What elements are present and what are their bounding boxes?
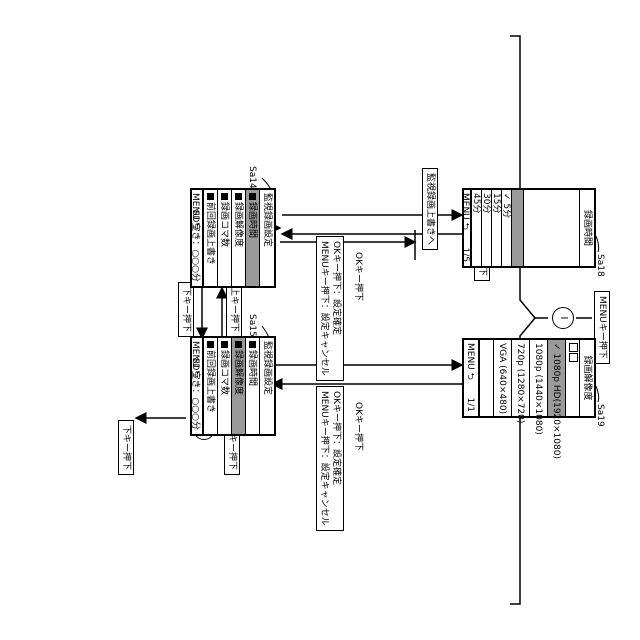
sa19-option-vga[interactable]: VGA (640×480) [494, 340, 512, 416]
checkbox-icon [569, 353, 578, 362]
sa15-item-rec-time[interactable]: 録画時間 [246, 338, 260, 434]
sa14-item-overwrite[interactable]: 前回録画上書き [204, 190, 218, 286]
ok-confirm-2-label: OKキー押下：設定確定 [330, 391, 342, 526]
sa18-option-label: 45分 [471, 193, 481, 213]
sa15-item-resolution[interactable]: 録画解像度 [232, 338, 246, 434]
up-key-press-2-box: 上キー押下 [226, 282, 242, 337]
menu-cancel-2-label: MENUキー押下：設定キャンセル [318, 391, 330, 526]
setting-note-2-box: OKキー押下：設定確定 MENUキー押下：設定キャンセル [316, 386, 344, 531]
sa15-settings-screen: 監視録画設定 録画時間 録画解像度 録画コマ数 前回録画上書き MENU ⮌ S… [190, 336, 276, 436]
ok-key-press-2-label: OKキー押下 [352, 402, 364, 451]
connector-i-label: I [558, 317, 569, 320]
sa19-option-1080p[interactable]: 1080p (1440×1080) [530, 340, 548, 416]
sa18-option-5[interactable]: ✓ 5分 [502, 190, 512, 266]
sa18-footer-row: MENU ⮌ 1/5 [462, 190, 472, 266]
ok-key-press-1-label: OKキー押下 [352, 252, 364, 301]
sa19-option-label: ✓ 1080p HD(1920×1080) [551, 343, 561, 459]
sa14-sd-free: SD空き：○○○分 [188, 210, 202, 282]
sa18-option-30[interactable]: 30分 [482, 190, 492, 266]
sa18-option-label: 15分 [491, 193, 501, 213]
sa18-option-45[interactable]: 45分 [472, 190, 482, 266]
down-key-press-1-label: 下キー押下 [181, 287, 191, 332]
sa15-item-label: 録画コマ数 [219, 350, 229, 395]
sa15-item-label: 前回録画上書き [205, 350, 215, 413]
sa19-menu-back[interactable]: MENU ⮌ [465, 343, 475, 380]
sa14-item-frame-count[interactable]: 録画コマ数 [218, 190, 232, 286]
sa19-option-1080p-hd[interactable]: ✓ 1080p HD(1920×1080) [548, 340, 566, 416]
sa15-footer-row: MENU ⮌ SD空き：○○○分 [190, 338, 204, 434]
sa15-sd-free: SD空き：○○○分 [188, 358, 202, 430]
ok-confirm-1-label: OKキー押下：設定確定 [330, 241, 342, 376]
sa19-footer-row: MENU ⮌ 1/1 [464, 340, 480, 416]
sa18-leader [596, 236, 599, 252]
sa18-option-label: ✓ 5分 [501, 193, 511, 218]
sa19-title: 録画解像度 [582, 355, 592, 400]
sa18-title-row: 録画時間 [580, 190, 594, 266]
checkbox-icon [569, 343, 578, 352]
sa14-footer-row: MENU ⮌ SD空き：○○○分 [190, 190, 204, 286]
sa14-title-row: 監視録画設定 [260, 190, 274, 286]
sa14-item-label: 前回録画上書き [205, 202, 215, 265]
sa18-title: 録画時間 [582, 210, 592, 246]
sa14-item-resolution[interactable]: 録画解像度 [232, 190, 246, 286]
down-key-press-2-box: 下キー押下 [118, 420, 134, 475]
down-key-press-1-box: 下キー押下 [178, 282, 194, 337]
down-key-press-2-label: 下キー押下 [121, 425, 131, 470]
sa18-rec-time-screen: 録画時間 ✓ 5分 15分 30分 45分 MENU ⮌ 1/5 [462, 188, 596, 268]
sa18-blank-area [524, 190, 580, 266]
ref-sa15: Sa15 [246, 314, 258, 337]
sa18-highlight-row [512, 190, 524, 266]
menu-key-press-box: MENUキー押下 [594, 291, 610, 364]
sa14-item-rec-time[interactable]: 録画時間 [246, 190, 260, 286]
sa15-item-label: 録画時間 [247, 350, 257, 386]
sa19-option-720p[interactable]: 720p (1280×720) [512, 340, 530, 416]
sa18-option-label: 30分 [481, 193, 491, 213]
sa15-item-frame-count[interactable]: 録画コマ数 [218, 338, 232, 434]
sa19-resolution-screen: 録画解像度 ✓ 1080p HD(1920×1080) 1080p (1440×… [462, 338, 596, 418]
sa15-title-row: 監視録画設定 [260, 338, 274, 434]
up-key-press-2-label: 上キー押下 [229, 287, 239, 332]
sa14-item-label: 録画コマ数 [219, 202, 229, 247]
to-overwrite-label: 監視録画上書きへ [425, 173, 435, 245]
sa19-option-label: VGA (640×480) [497, 343, 507, 414]
sa19-blank-row [480, 340, 494, 416]
menu-cancel-1-label: MENUキー押下：設定キャンセル [318, 241, 330, 376]
ref-sa14: Sa14 [246, 166, 258, 189]
sa15-title: 監視録画設定 [262, 341, 272, 395]
sa18-page-indicator: 1/5 [460, 248, 470, 262]
setting-note-1-box: OKキー押下：設定確定 MENUキー押下：設定キャンセル [316, 236, 344, 381]
sa15-item-label: 録画解像度 [233, 350, 243, 395]
menu-key-press-label: MENUキー押下 [597, 296, 607, 359]
to-overwrite-box: 監視録画上書きへ [422, 168, 438, 250]
sa14-title: 監視録画設定 [262, 193, 272, 247]
sa19-title-row: 録画解像度 [580, 340, 594, 416]
sa18-menu-back[interactable]: MENU ⮌ [460, 193, 470, 230]
sa19-option-label: 720p (1280×720) [515, 343, 525, 423]
sa19-page-indicator: 1/1 [462, 398, 478, 412]
sa19-leader [596, 386, 599, 402]
sa15-item-overwrite[interactable]: 前回録画上書き [204, 338, 218, 434]
top-brace [510, 36, 535, 604]
connector-i-circle: I [552, 307, 574, 329]
sa19-icon-row [566, 340, 580, 416]
sa14-item-label: 録画解像度 [233, 202, 243, 247]
sa14-settings-screen: 監視録画設定 録画時間 録画解像度 録画コマ数 前回録画上書き MENU ⮌ S… [190, 188, 276, 288]
sa18-option-15[interactable]: 15分 [492, 190, 502, 266]
sa19-option-label: 1080p (1440×1080) [533, 343, 543, 435]
sa14-item-label: 録画時間 [247, 202, 257, 238]
